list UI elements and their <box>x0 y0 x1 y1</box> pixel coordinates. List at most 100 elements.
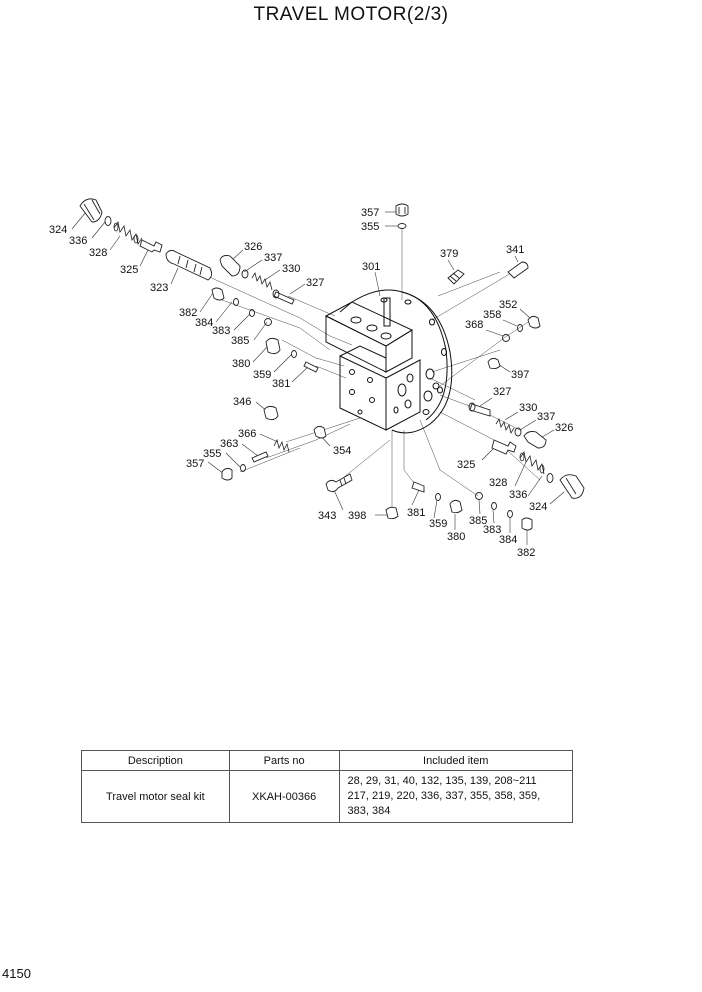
part-oring-383-right <box>491 502 497 510</box>
callout-325-left: 325 <box>120 264 138 276</box>
part-pin-327-left <box>272 289 295 305</box>
part-spool-323 <box>165 249 213 281</box>
callout-325-right: 325 <box>457 459 475 471</box>
part-plug-354 <box>313 425 327 439</box>
callout-324-right: 324 <box>529 501 547 513</box>
callout-359-right: 359 <box>429 518 447 530</box>
part-spring-330-right <box>495 417 515 435</box>
included-line: 383, 384 <box>347 805 391 817</box>
cell-included-item: 28, 29, 31, 40, 132, 135, 139, 208~211 2… <box>338 770 574 823</box>
part-spring-330-left <box>251 271 273 291</box>
callout-357-top: 357 <box>361 207 379 219</box>
callout-368: 368 <box>465 319 483 331</box>
part-ball-368 <box>502 334 510 342</box>
part-ball-385-right <box>475 492 483 500</box>
part-spring-366 <box>273 438 290 453</box>
callout-352: 352 <box>499 299 517 311</box>
part-plug-352 <box>527 315 541 329</box>
callout-328-left: 328 <box>89 247 107 259</box>
part-plug-324-right <box>559 474 585 499</box>
motor-body-301 <box>324 289 453 434</box>
callout-355-top: 355 <box>361 221 379 233</box>
part-oring-355-left <box>240 464 246 472</box>
part-oring-383-left <box>249 309 255 317</box>
callout-380-left: 380 <box>232 358 250 370</box>
callout-301: 301 <box>362 261 380 273</box>
part-pin-341 <box>507 261 529 279</box>
leader-lines <box>71 211 565 545</box>
page-title: TRAVEL MOTOR(2/3) <box>253 4 449 25</box>
part-ball-385-left <box>264 318 272 326</box>
callout-398: 398 <box>348 510 366 522</box>
included-line: 217, 219, 220, 336, 337, 355, 358, 359, <box>347 790 541 802</box>
part-plug-380-left <box>265 337 281 355</box>
header-description: Description <box>81 750 230 771</box>
part-oring-337-left <box>241 269 249 279</box>
callout-380-right: 380 <box>447 531 465 543</box>
cell-description: Travel motor seal kit <box>81 770 230 823</box>
callout-381-right: 381 <box>407 507 425 519</box>
callout-323: 323 <box>150 282 168 294</box>
header-parts-no: Parts no <box>228 750 340 771</box>
callout-336-left: 336 <box>69 235 87 247</box>
table-row: Travel motor seal kit XKAH-00366 28, 29,… <box>81 770 574 823</box>
callout-384-right: 384 <box>499 534 517 546</box>
part-bolt-343 <box>325 473 353 493</box>
callout-326-left: 326 <box>244 241 262 253</box>
part-plug-379 <box>447 269 465 285</box>
callout-382-left: 382 <box>179 307 197 319</box>
part-spring-328-left <box>113 220 143 246</box>
callout-383-left: 383 <box>212 325 230 337</box>
callout-330-left: 330 <box>282 263 300 275</box>
part-oring-336-right <box>546 473 554 483</box>
callout-354: 354 <box>333 445 351 457</box>
callout-381-left: 381 <box>272 378 290 390</box>
callout-385-right: 385 <box>469 515 487 527</box>
header-included-item: Included item <box>338 750 574 771</box>
part-plug-346 <box>263 405 279 421</box>
callout-343: 343 <box>318 510 336 522</box>
callout-397: 397 <box>511 369 529 381</box>
callout-341: 341 <box>506 244 524 256</box>
part-plunger-325-left <box>139 239 163 253</box>
table-header-row: Description Parts no Included item <box>81 750 574 771</box>
part-plug-357-top <box>395 203 409 217</box>
part-oring-355-top <box>397 223 407 229</box>
part-pin-327-right <box>468 402 491 417</box>
callout-337-right: 337 <box>537 411 555 423</box>
part-plug-382-right <box>521 517 533 531</box>
callout-355-left: 355 <box>203 448 221 460</box>
callout-384-left: 384 <box>195 317 213 329</box>
part-oring-359-right <box>435 493 441 501</box>
part-oring-359-left <box>291 350 297 358</box>
callout-382-right: 382 <box>517 547 535 559</box>
seal-kit-table: Description Parts no Included item Trave… <box>81 750 574 823</box>
callout-379: 379 <box>440 248 458 260</box>
part-screw-381-left <box>303 361 319 373</box>
included-line: 28, 29, 31, 40, 132, 135, 139, 208~211 <box>347 775 537 787</box>
part-plunger-325-right <box>491 439 517 455</box>
part-plug-326-right <box>523 431 547 449</box>
callout-358: 358 <box>483 309 501 321</box>
page-number: 4150 <box>2 966 31 981</box>
callout-328-right: 328 <box>489 477 507 489</box>
callout-363: 363 <box>220 438 238 450</box>
callout-327-right: 327 <box>493 386 511 398</box>
part-plug-324-left <box>79 198 103 223</box>
part-oring-384-right <box>507 510 513 518</box>
part-plug-380-right <box>449 499 463 514</box>
callout-346: 346 <box>233 396 251 408</box>
callout-366: 366 <box>238 428 256 440</box>
callout-327-left: 327 <box>306 277 324 289</box>
part-spring-328-right <box>519 450 545 475</box>
callout-337-left: 337 <box>264 252 282 264</box>
callout-330-right: 330 <box>519 402 537 414</box>
part-plug-397 <box>487 357 501 370</box>
part-plug-357-left <box>221 467 233 481</box>
part-screw-381-right <box>411 481 425 493</box>
callout-336-right: 336 <box>509 489 527 501</box>
callout-357-left: 357 <box>186 458 204 470</box>
cell-parts-no: XKAH-00366 <box>228 770 340 823</box>
part-oring-337-right <box>514 427 522 437</box>
part-oring-336-left <box>104 216 112 226</box>
